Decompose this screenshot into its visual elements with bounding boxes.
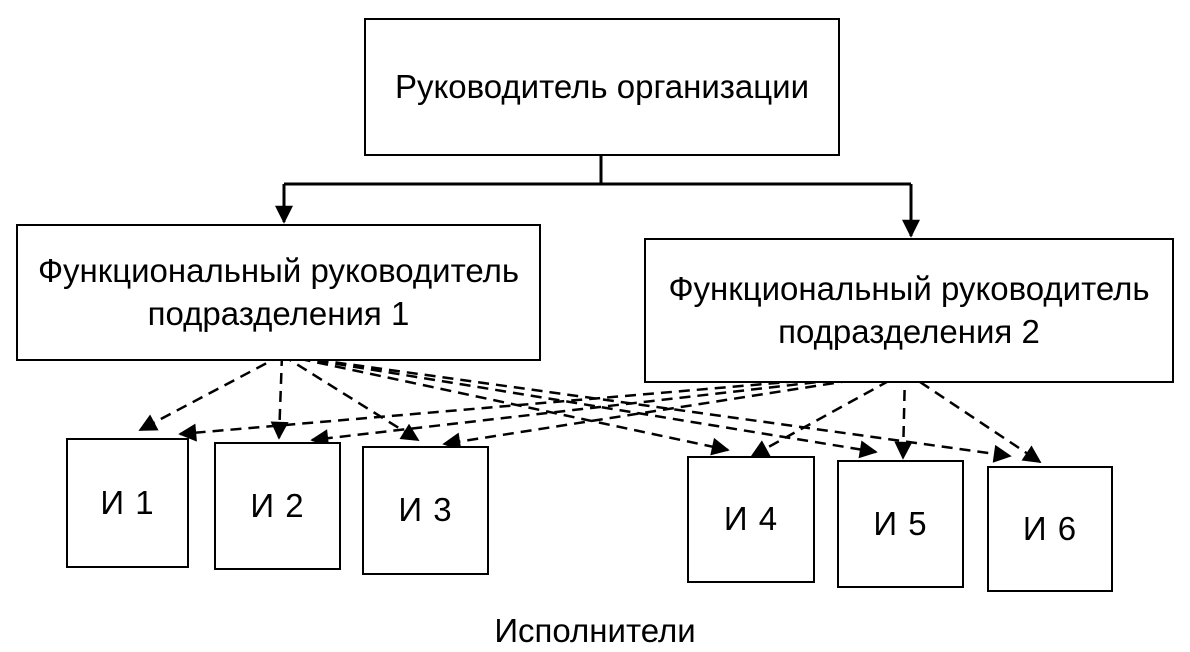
- executor-3-box: И 3: [362, 446, 489, 575]
- functional-manager-2-box: Функциональный руководитель подразделени…: [644, 238, 1174, 383]
- executor-4-label: И 4: [723, 500, 779, 538]
- head-label: Руководитель организации: [394, 67, 810, 105]
- executor-6-box: И 6: [987, 466, 1113, 592]
- f1-to-e3: [281, 353, 420, 442]
- f1-to-e2: [270, 354, 289, 440]
- f2-to-e4: [750, 370, 906, 458]
- executor-1-box: И 1: [66, 438, 189, 568]
- dashed-connectors: [138, 353, 1042, 464]
- f2-to-e1: [178, 370, 906, 442]
- executor-4-box: И 4: [687, 456, 815, 583]
- functional-manager-1-line2: подразделения 1: [147, 294, 410, 332]
- f1-to-e4: [281, 353, 730, 456]
- f2-to-e5: [894, 371, 913, 460]
- functional-manager-2-line1: Функциональный руководитель: [668, 269, 1150, 307]
- f2-to-e3: [442, 370, 906, 451]
- executor-1-label: И 1: [100, 483, 155, 521]
- solid-connectors: [275, 156, 920, 238]
- functional-manager-2-line2: подразделения 2: [778, 312, 1040, 350]
- executor-3-label: И 3: [398, 491, 453, 529]
- f2-to-e6: [904, 370, 1042, 464]
- executor-2-label: И 2: [250, 486, 305, 524]
- functional-manager-1-line1: Функциональный руководитель: [37, 251, 520, 289]
- executor-6-label: И 6: [1022, 509, 1078, 547]
- head-box: Руководитель организации: [364, 18, 840, 156]
- f2-to-e2: [310, 370, 906, 448]
- f1-to-e6: [281, 353, 1012, 463]
- executors-caption: Исполнители: [494, 612, 696, 649]
- f1-to-e1: [138, 353, 283, 432]
- f1-to-e5: [281, 353, 878, 459]
- executor-2-box: И 2: [214, 442, 341, 570]
- functional-manager-1-box: Функциональный руководитель подразделени…: [16, 224, 541, 361]
- executor-5-label: И 5: [873, 504, 928, 542]
- executor-5-box: И 5: [837, 460, 964, 588]
